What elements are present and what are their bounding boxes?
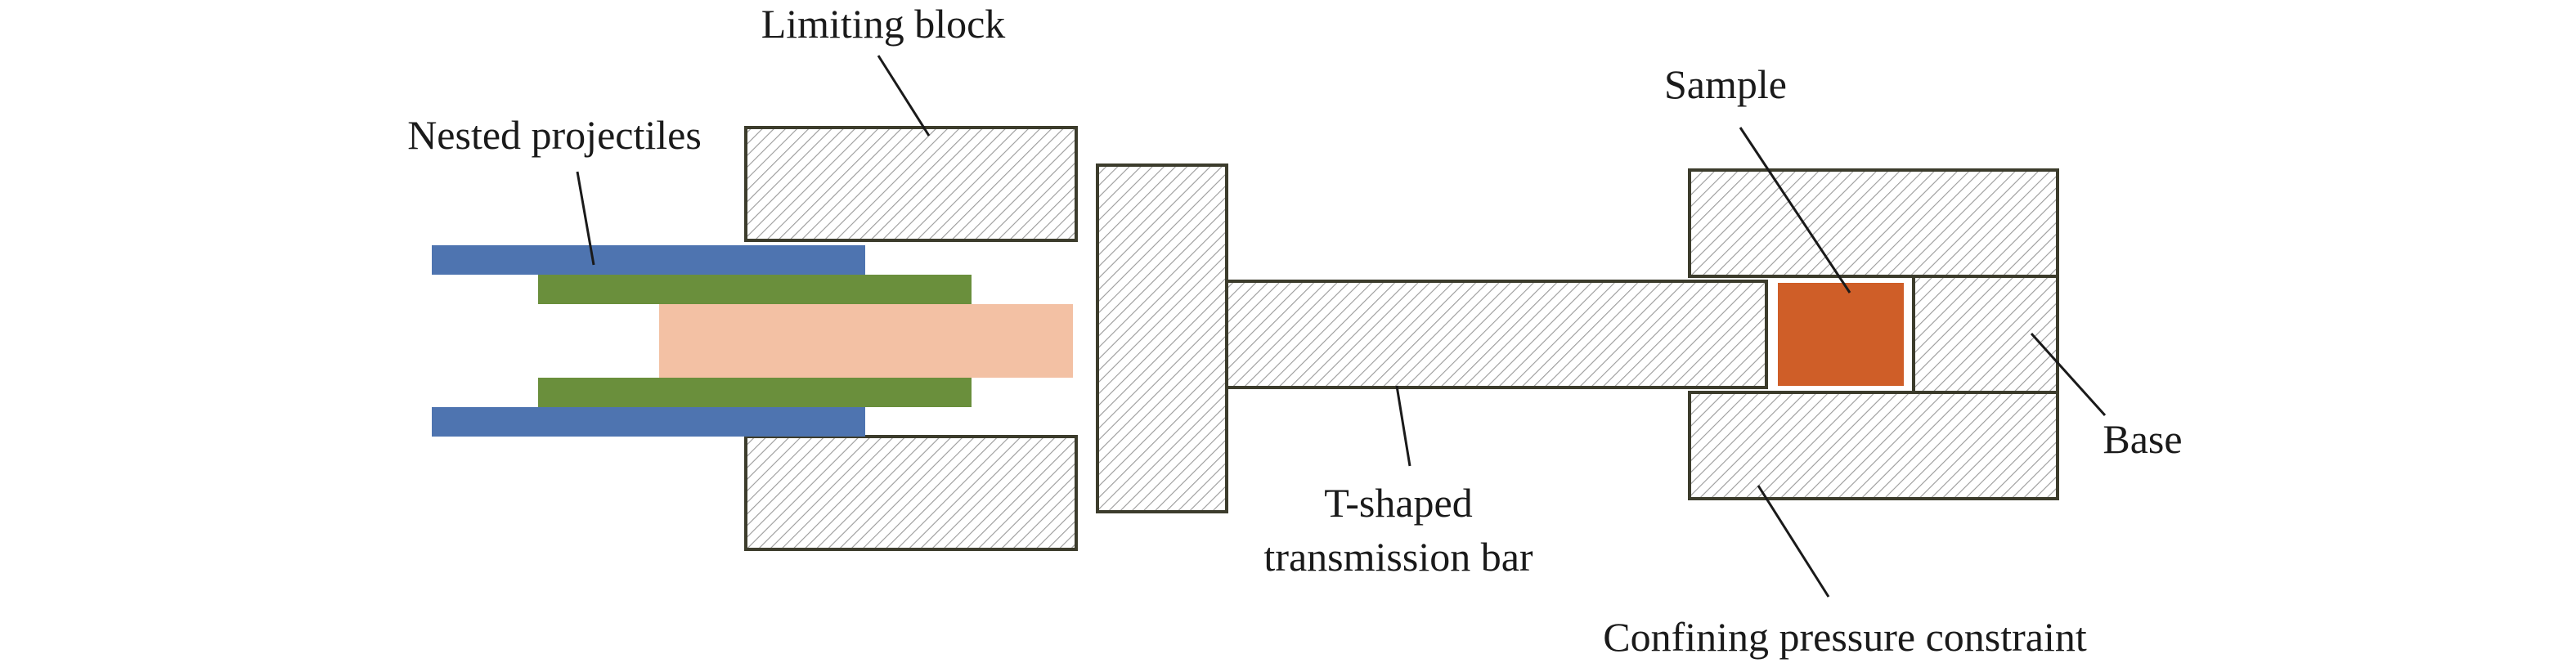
- sample-leader: [1739, 127, 1851, 293]
- middle-projectile-top: [538, 275, 972, 304]
- sample-label: Sample: [1664, 61, 1787, 107]
- nested-projectiles-leader: [576, 171, 595, 266]
- nested-projectiles-label: Nested projectiles: [407, 112, 702, 158]
- base-label: Base: [2103, 416, 2182, 462]
- confining-leader: [1757, 485, 1830, 598]
- limiting-block-leader: [877, 55, 931, 137]
- outer-projectile-top: [432, 245, 865, 275]
- limiting-block-bottom: [744, 435, 1078, 551]
- sample-block: [1775, 280, 1907, 389]
- t-bar-label-line2: transmission bar: [1263, 534, 1533, 580]
- outer-projectile-bottom: [432, 407, 865, 437]
- middle-projectile-bottom: [538, 378, 972, 407]
- t-bar-flange: [1096, 164, 1228, 513]
- base-leader: [2030, 332, 2107, 417]
- base-block: [1912, 275, 2059, 394]
- limiting-block-label: Limiting block: [761, 1, 1006, 47]
- t-bar-leader: [1395, 385, 1411, 467]
- inner-projectile: [659, 304, 1073, 378]
- t-bar-label-line1: T-shaped: [1324, 480, 1472, 526]
- confining-bottom: [1688, 391, 2059, 500]
- confining-label: Confining pressure constraint: [1603, 614, 2087, 660]
- t-bar-shaft: [1225, 280, 1768, 389]
- confining-top: [1688, 168, 2059, 278]
- limiting-block-top: [744, 126, 1078, 242]
